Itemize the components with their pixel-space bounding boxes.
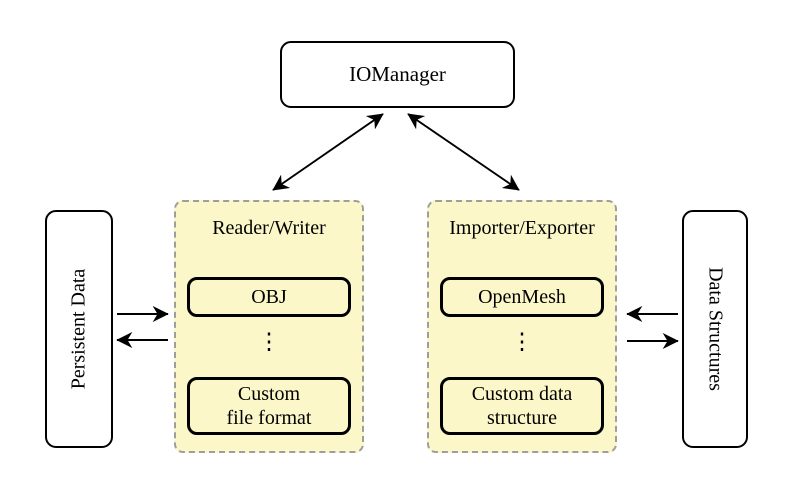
node-custom-file-format-line2: file format	[226, 407, 312, 429]
node-custom-data-structure: Custom data structure	[440, 377, 604, 435]
node-obj: OBJ	[187, 277, 351, 317]
group-importer-exporter: Importer/Exporter OpenMesh ⋮ Custom data…	[427, 200, 617, 453]
node-persistent-data-label: Persistent Data	[67, 268, 90, 390]
node-custom-data-structure-line2: structure	[487, 407, 557, 429]
node-custom-data-structure-line1: Custom data	[471, 382, 573, 405]
group-reader-writer: Reader/Writer OBJ ⋮ Custom file format	[174, 200, 364, 453]
node-obj-label: OBJ	[251, 285, 287, 308]
arrow-iomanager-reader-writer	[272, 113, 384, 191]
reader-writer-ellipsis: ⋮	[257, 329, 281, 354]
node-data-structures-label: Data Structures	[704, 267, 727, 391]
node-custom-file-format-line1: Custom	[237, 382, 301, 405]
group-reader-writer-title: Reader/Writer	[212, 217, 326, 239]
node-openmesh-label: OpenMesh	[478, 285, 566, 308]
node-iomanager-label: IOManager	[349, 62, 446, 86]
node-custom-file-format: Custom file format	[187, 377, 351, 435]
node-openmesh: OpenMesh	[440, 277, 604, 317]
node-iomanager: IOManager	[280, 41, 515, 108]
group-importer-exporter-title: Importer/Exporter	[449, 217, 595, 239]
importer-exporter-ellipsis: ⋮	[510, 329, 534, 354]
node-persistent-data: Persistent Data	[45, 210, 113, 448]
arrow-iomanager-importer-exporter	[407, 113, 520, 191]
node-data-structures: Data Structures	[682, 210, 748, 448]
